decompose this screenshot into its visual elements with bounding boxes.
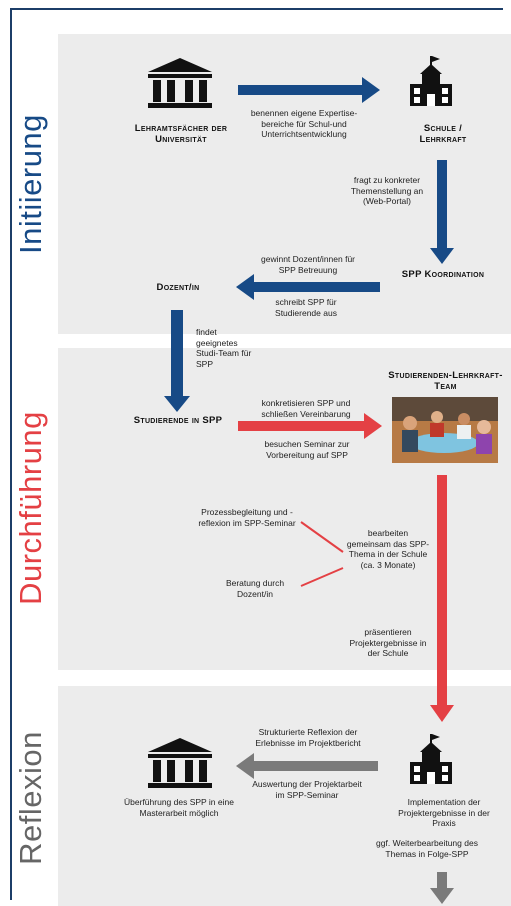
node-schule: Schule / Lehrkraft [419, 123, 467, 145]
arrow-koordination-to-dozent [236, 274, 380, 300]
school-icon-2 [410, 734, 452, 784]
node-studierende: Studierende in SPP [133, 415, 223, 426]
node-dozent: Dozent/in [156, 282, 200, 293]
arrow-schule-to-koordination [430, 160, 454, 264]
label-praesentieren: präsentieren Projektergebnisse in der Sc… [349, 627, 427, 658]
arrow-studierende-to-team [238, 413, 382, 439]
outer-frame [10, 8, 503, 900]
arrow-lehramt-to-schule [238, 77, 380, 103]
arrow-dozent-to-studierende [164, 310, 190, 412]
label-ueberfuehrung: Überführung des SPP in eine Masterarbeit… [124, 797, 234, 818]
arrow-weiter-down [430, 872, 454, 904]
section-reflexion [58, 686, 511, 906]
arrow-implementation-to-ueberfuehrung [236, 753, 378, 779]
label-strukturierte: Strukturierte Reflexion der Erlebnisse i… [255, 727, 361, 748]
label-benennen: benennen eigene Expertise-bereiche für S… [250, 108, 358, 139]
university-icon-2 [148, 738, 212, 788]
arrow-team-to-implementation [430, 475, 454, 722]
team-photo [392, 397, 498, 463]
university-icon [148, 58, 212, 108]
label-implementation: Implementation der Projektergebnisse in … [398, 797, 490, 828]
connector-prozess [300, 521, 344, 553]
node-lehramt: Lehramtsfächer der Universität [134, 123, 228, 145]
label-beratung: Beratung durch Dozent/in [225, 578, 285, 599]
school-icon [410, 56, 452, 106]
label-fragt: fragt zu konkreter Themenstellung an (We… [350, 175, 424, 206]
node-team: Studierenden-Lehrkraft-Team [388, 370, 503, 392]
label-auswertung: Auswertung der Projektarbeit im SPP-Semi… [252, 779, 362, 800]
connector-beratung [300, 567, 344, 587]
label-bearbeiten: bearbeiten gemeinsam das SPP-Thema in de… [346, 528, 430, 570]
label-weiter: ggf. Weiterbearbeitung des Themas in Fol… [376, 838, 478, 859]
label-besuchen: besuchen Seminar zur Vorbereitung auf SP… [264, 439, 350, 460]
label-findet: findet geeignetes Studi-Team für SPP [196, 327, 252, 369]
label-prozess: Prozessbegleitung und -reflexion im SPP-… [198, 507, 296, 528]
label-schreibt: schreibt SPP für Studierende aus [275, 297, 337, 318]
label-konkretisieren: konkretisieren SPP und schließen Vereinb… [261, 398, 351, 419]
label-gewinnt: gewinnt Dozent/innen für SPP Betreuung [260, 254, 356, 275]
node-koordination: SPP Koordination [401, 269, 485, 280]
